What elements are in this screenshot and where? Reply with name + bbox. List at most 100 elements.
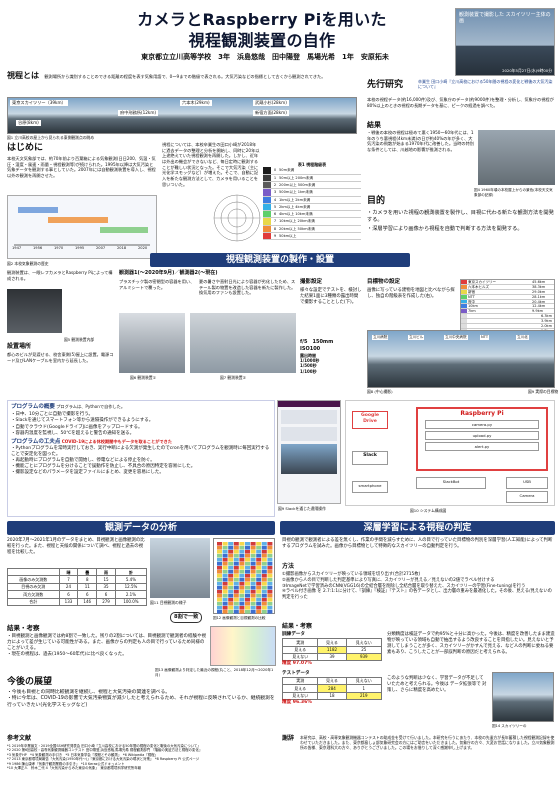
- heat-cell: [228, 574, 234, 578]
- future-heading: 今後の展望: [7, 677, 53, 687]
- slack-message: [281, 427, 337, 441]
- table-cell: 8: [77, 575, 98, 584]
- heat-cell: [245, 546, 250, 550]
- heat-cell: [261, 554, 267, 558]
- class-level: 8: [273, 226, 277, 231]
- table-cell: 6: [77, 590, 98, 599]
- heat-cell: [250, 566, 256, 570]
- visibility-section: 視程とは 観測場所から識別することのできる距離の程度を表す気象用語で、0～9まで…: [7, 71, 363, 95]
- target-dist: 9.9km: [532, 309, 544, 314]
- table-header-cell: 晴: [58, 567, 79, 577]
- location-heading: 設置場所: [7, 343, 32, 350]
- heat-cell: [261, 570, 267, 574]
- reference-item: *7 2013 東京都環境局報告「大気汚染(1950年代～)」『東京都における大…: [7, 757, 200, 762]
- heat-cell: [233, 590, 239, 594]
- ack-text: 本研究は、高校・高専気象観測機器コンテストの助成金を受けて行いました。本研究を行…: [300, 735, 555, 751]
- fig6-caption: 図6 観測装置①: [130, 375, 157, 380]
- heat-cell: [228, 606, 234, 610]
- heat-cell: [233, 606, 239, 610]
- heat-cell: [228, 542, 234, 546]
- heat-cell: [217, 582, 222, 586]
- heat-cell: [239, 574, 245, 578]
- program-item: ・日中、10分ごとに自動で撮影を行う。: [11, 412, 93, 418]
- visibility-text: 観測場所から識別することのできる距離の程度を表す気象用語で、0～9までの階級で表…: [44, 74, 326, 79]
- heat-cell: [256, 598, 262, 602]
- matrix-head: 見えない: [345, 638, 383, 647]
- heat-cell: [217, 590, 222, 594]
- heat-cell: [222, 590, 228, 594]
- prior-badge: 卒業生 田口小崎『立川高校における50年間の視程の変化と戦後の大気汚染について』: [418, 79, 553, 90]
- authors: 東京都立立川高等学校 3年 浜島悠哉 田中陽登 馬場光希 1年 安原拓未: [141, 53, 389, 61]
- timeline-year: 2018: [117, 246, 127, 250]
- target-dist: 29.0km: [532, 289, 546, 294]
- target-dist: 28.1km: [532, 294, 546, 299]
- heat-cell: [256, 546, 262, 550]
- heat-cell: [239, 546, 245, 550]
- shoot-settings: f/5 150mm ISO100 露出時間 1/1000秒 1/500秒 1/1…: [300, 339, 362, 374]
- test-title: テストデータ: [282, 670, 310, 676]
- method-item: ③ImageNetで学習済みのCNN(VGG16)の全結合層を削除し全結合層を取…: [282, 583, 526, 589]
- heat-cell: [222, 554, 228, 558]
- node-slackbot: SlackBot: [416, 477, 486, 489]
- heat-cell: [245, 610, 250, 614]
- heat-cell: [228, 578, 234, 582]
- target-name: 東京スカイツリー: [468, 280, 496, 284]
- class-swatch: [263, 167, 271, 174]
- ingenuity-item: ・機能ごとにプログラムを分けることで誤動作を防止し、不具合の原因特定を容易にした…: [11, 464, 196, 470]
- class-range: 50m以上 200m未満: [279, 175, 313, 180]
- heat-cell: [233, 574, 239, 578]
- timeline-bar: [100, 227, 148, 233]
- analysis-banner: 観測データの分析: [7, 521, 275, 535]
- future-item: ・特に今年は、COVID-19の影響で大気汚染物質が減少したと考えられるため、そ…: [7, 696, 275, 708]
- heat-cell: [245, 598, 250, 602]
- refs-heading: 参考文献: [7, 735, 32, 742]
- heat-cell: [267, 554, 273, 558]
- heat-cell: [256, 606, 262, 610]
- heat-cell: [245, 606, 250, 610]
- heat-cell: [267, 602, 273, 606]
- heat-cell: [261, 610, 267, 614]
- class-swatch: [263, 218, 271, 225]
- heat-cell: [245, 582, 250, 586]
- visibility-heading: 視程とは: [7, 71, 39, 80]
- fig6-photo: [119, 313, 185, 373]
- matrix-head: 見えない: [345, 676, 383, 686]
- future-list: ・今後も目視との同時比較観測を継続し、視程と大気汚染の関連を調べる。 ・特に今年…: [7, 690, 277, 709]
- reference-item: *3 気象庁HP *4 気象観測の手引き *5 日本気象学会『視程とその観測』 …: [7, 752, 158, 757]
- heat-cell: [217, 550, 222, 554]
- fig7-caption: 図7 観測装置②: [220, 375, 247, 380]
- title-line1: カメラとRaspberry Piを用いた: [137, 10, 387, 29]
- raspberry-pi-label: Raspberry Pi: [460, 410, 504, 417]
- heat-cell: [217, 542, 222, 546]
- refs-list: *1 2019年卒業論文・2019全国SSH研究発表会 田口小崎『立川高校におけ…: [7, 744, 277, 771]
- ingenuity-item: ・撮影設定などのパラメータを設定ファイルにまとめ、変更を容易にした。: [11, 470, 164, 476]
- fig2-caption: 図2 本校気象観測の歴史: [7, 261, 49, 266]
- heat-cell: [228, 586, 234, 590]
- heat-cell: [228, 566, 234, 570]
- future-item: ・今後も目視との同時比較観測を継続し、視程と大気汚染の関連を調べる。: [7, 690, 171, 695]
- program-item: ・容器内温度を監視し、50℃を超えると警告の通知を送る。: [11, 430, 135, 436]
- heat-cell: [217, 606, 222, 610]
- slack-message: [281, 410, 337, 424]
- heat-cell: [239, 566, 245, 570]
- heat-cell: [239, 582, 245, 586]
- heat-cell: [245, 562, 250, 566]
- result-item: ・目視観測と画像観測では約8割で一致した。残りの2割については、目視観測で観測者…: [7, 634, 206, 652]
- node-camera-py: camera.py: [425, 420, 539, 430]
- building-label: 立川病院: [372, 335, 389, 340]
- target-swatch: [461, 304, 467, 309]
- target-text: 画像に写っている建物を地図と比べながら探し、独自の階級表を作成した(右)。: [367, 288, 455, 299]
- target-dist: 45.6km: [532, 280, 546, 284]
- heat-cell: [233, 586, 239, 590]
- heat-cell: [250, 542, 256, 546]
- device-intro: 観測装置は、一眼レフカメラとRaspberry Piによって構成される。: [7, 270, 113, 281]
- fig4-photo: [478, 130, 555, 185]
- matrix-cell: 1: [345, 684, 383, 693]
